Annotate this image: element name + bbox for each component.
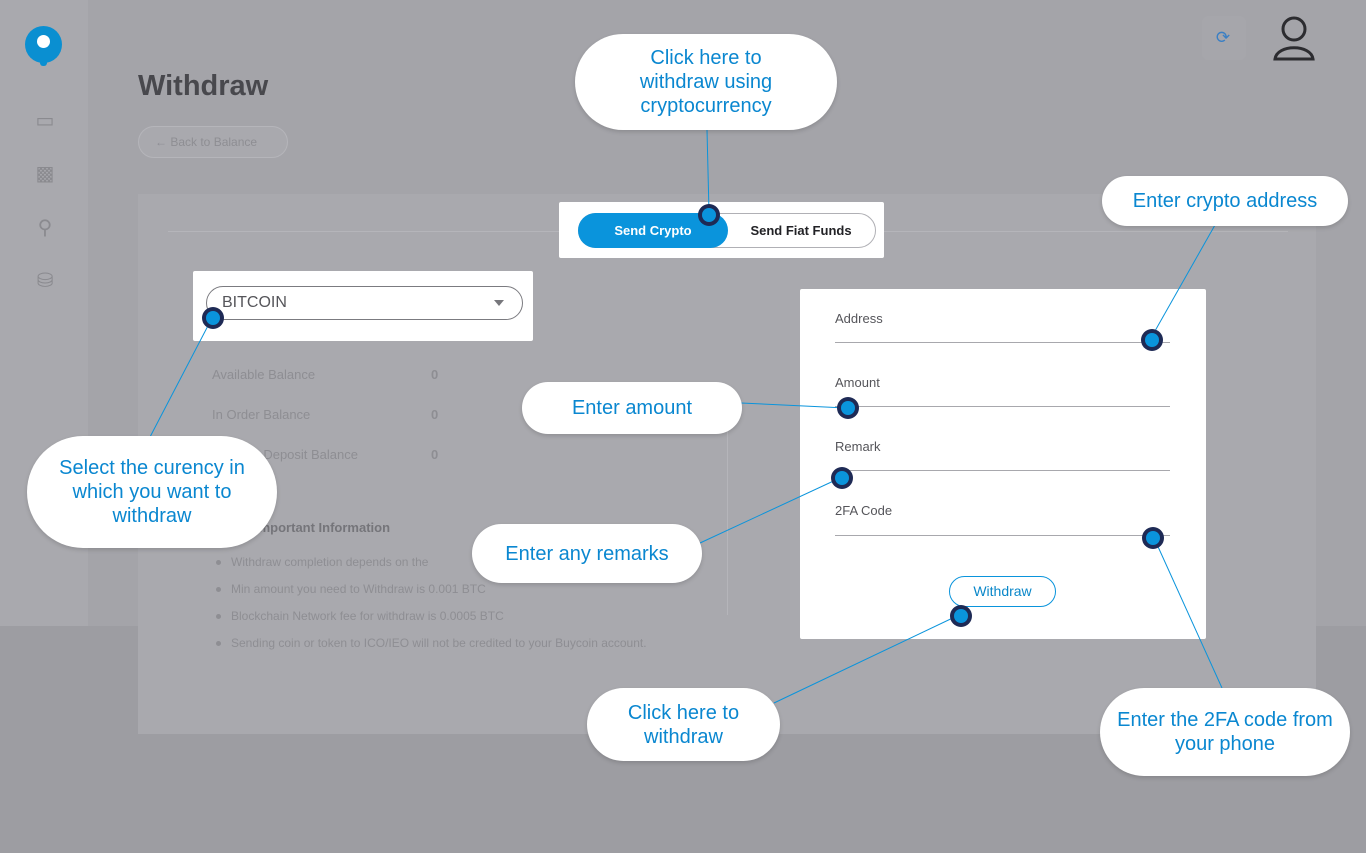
sync-button[interactable] (1202, 16, 1246, 60)
cart-icon[interactable]: ⛁ (36, 270, 54, 292)
callout-twofa: Enter the 2FA code from your phone (1100, 688, 1350, 776)
callout-address-text: Enter crypto address (1132, 190, 1318, 212)
tab-send-crypto[interactable]: Send Crypto (578, 213, 728, 248)
callout-amount-text: Enter amount (571, 397, 693, 419)
info-item: Blockchain Network fee for withdraw is 0… (216, 607, 686, 625)
callout-twofa-text: Enter the 2FA code from your phone (1117, 709, 1333, 755)
marker-withdraw (950, 605, 972, 627)
marker-crypto (698, 204, 720, 226)
amount-label: Amount (835, 375, 880, 390)
info-item: Sending coin or token to ICO/IEO will no… (216, 634, 686, 652)
marker-twofa (1142, 527, 1164, 549)
callout-crypto-text: Click here to withdraw using cryptocurre… (639, 47, 773, 117)
address-label: Address (835, 311, 883, 326)
remark-label: Remark (835, 439, 881, 454)
callout-currency-text: Select the curency in which you want to … (59, 457, 245, 527)
currency-select[interactable]: BITCOIN (206, 286, 523, 320)
marker-amount (837, 397, 859, 419)
callout-remarks-text: Enter any remarks (505, 542, 669, 565)
column-divider (727, 420, 728, 615)
info-item-text: Sending coin or token to ICO/IEO will no… (231, 636, 647, 650)
logo-icon[interactable] (25, 26, 62, 63)
marker-address (1141, 329, 1163, 351)
page-title: Withdraw (138, 70, 269, 102)
tab-send-fiat-funds[interactable]: Send Fiat Funds (750, 223, 852, 238)
twofa-input[interactable] (835, 535, 1170, 536)
remark-input[interactable] (835, 470, 1170, 471)
balance-label: Available Balance (212, 367, 316, 382)
info-item-text: Withdraw completion depends on the (231, 555, 429, 569)
marker-currency (202, 307, 224, 329)
sync-icon: ⟳ (1215, 28, 1231, 47)
callout-amount: Enter amount (522, 382, 742, 434)
info-item: Withdraw completion depends on the (216, 553, 686, 571)
info-item-text: Blockchain Network fee for withdraw is 0… (231, 609, 504, 623)
back-to-balance-button[interactable]: ← Back to Balance (138, 126, 288, 158)
marker-remarks (831, 467, 853, 489)
balance-value: 0 (431, 407, 439, 422)
logo-icon-stem (40, 58, 47, 66)
amount-input[interactable] (835, 406, 1170, 407)
info-title: Important Information (255, 520, 391, 535)
user-avatar-icon[interactable] (1270, 12, 1318, 62)
callout-currency: Select the curency in which you want to … (27, 436, 277, 548)
users-icon[interactable]: ⚲ (37, 217, 53, 239)
callout-withdraw: Click here to withdraw (587, 688, 780, 761)
monitor-icon[interactable]: ▩ (35, 163, 55, 185)
address-input[interactable] (835, 342, 1170, 343)
chevron-down-icon[interactable] (494, 300, 504, 306)
info-item: Min amount you need to Withdraw is 0.001… (216, 580, 686, 598)
balance-label: In Order Balance (212, 407, 311, 422)
balance-value: 0 (431, 367, 439, 382)
callout-crypto: Click here to withdraw using cryptocurre… (575, 34, 837, 130)
wallet-icon[interactable]: ▭ (35, 110, 55, 132)
twofa-label: 2FA Code (835, 503, 893, 518)
callout-remarks: Enter any remarks (472, 524, 702, 583)
info-item-text: Min amount you need to Withdraw is 0.001… (231, 582, 486, 596)
withdraw-button[interactable]: Withdraw (949, 576, 1056, 607)
callout-address: Enter crypto address (1102, 176, 1348, 226)
callout-withdraw-text: Click here to withdraw (627, 701, 740, 748)
balance-value: 0 (431, 447, 439, 462)
